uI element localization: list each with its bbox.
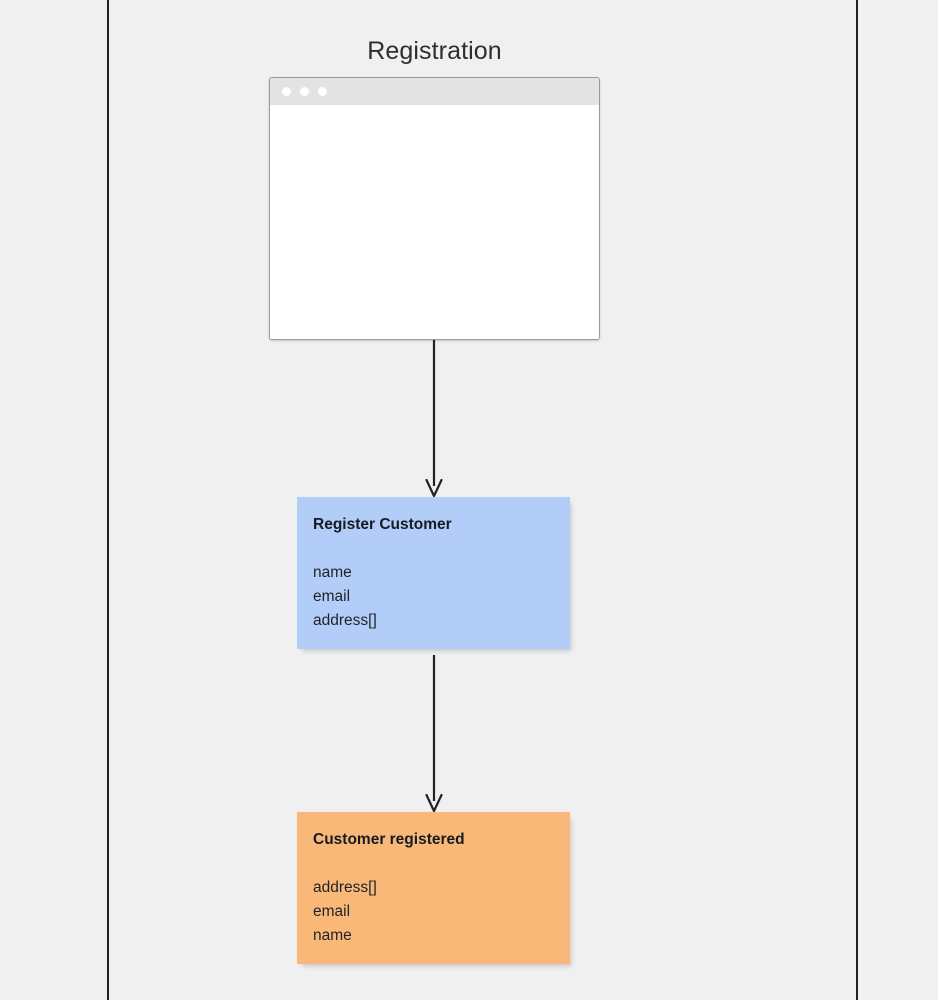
card-field: address[] [313, 879, 377, 896]
card-field: address[] [313, 612, 377, 629]
card-fields: address[] email name [313, 876, 554, 948]
right-gutter [858, 0, 938, 1000]
card-field: name [313, 564, 352, 581]
lane-divider-right [856, 0, 858, 1000]
browser-titlebar [270, 78, 599, 105]
card-field: email [313, 588, 351, 605]
window-minimize-dot-icon [300, 87, 309, 96]
arrow-ui-to-command [419, 340, 449, 498]
registration-ui-screen[interactable] [269, 77, 600, 340]
card-title: Register Customer [313, 516, 452, 533]
lane-divider-left [107, 0, 109, 1000]
browser-viewport [270, 105, 599, 339]
card-fields: name email address[] [313, 561, 554, 633]
arrow-command-to-event [419, 655, 449, 813]
window-maximize-dot-icon [318, 87, 327, 96]
customer-registered-event[interactable]: Customer registered address[] email name [297, 812, 570, 964]
register-customer-command[interactable]: Register Customer name email address[] [297, 497, 570, 649]
page-title: Registration [367, 37, 502, 65]
card-field: email [313, 903, 351, 920]
window-close-dot-icon [282, 87, 291, 96]
card-title: Customer registered [313, 831, 465, 848]
card-field: name [313, 927, 352, 944]
